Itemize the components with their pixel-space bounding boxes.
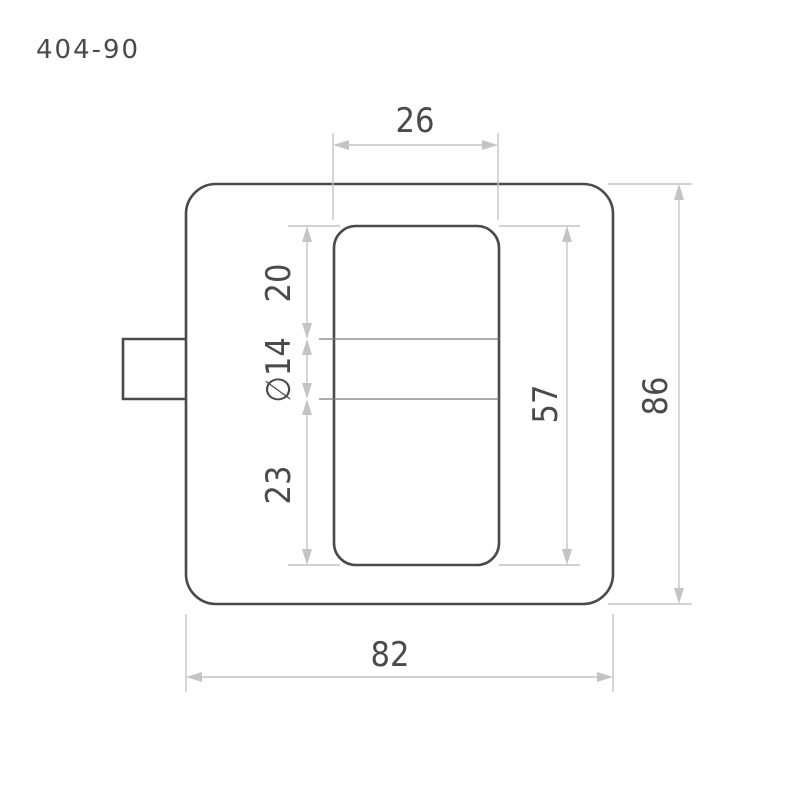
plate-outline (184, 182, 615, 606)
dimension-window-width: 26 (332, 101, 499, 220)
label-lower-height: 23 (259, 466, 299, 505)
inner-window (332, 224, 501, 567)
dimension-plate-height (608, 183, 692, 605)
model-code: 404-90 (36, 35, 140, 65)
label-window-width: 26 (396, 101, 435, 141)
label-upper-height: 20 (259, 264, 299, 303)
dimension-plate-width (185, 614, 614, 692)
dimension-window-height (499, 225, 580, 566)
dimension-left-stack (288, 225, 340, 566)
label-plate-width: 82 (371, 635, 410, 675)
label-diameter: ∅14 (259, 337, 299, 403)
label-window-height: 57 (526, 385, 566, 424)
label-plate-height: 86 (636, 377, 676, 416)
latch-tab (121, 337, 186, 401)
